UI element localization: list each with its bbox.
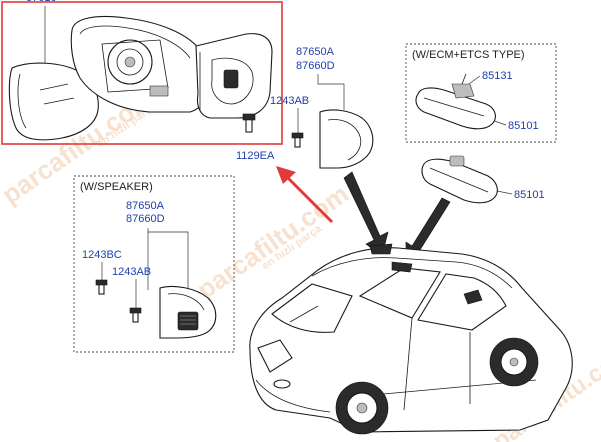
callout-main-nut: 1129EA xyxy=(236,150,275,162)
car-inside-mirror-location xyxy=(391,261,413,273)
mirror-glass-edge xyxy=(17,73,27,129)
callout-speaker-mirror-upper: 87650A xyxy=(126,200,165,212)
ecm-mirror-body xyxy=(415,87,496,130)
callout-speaker-bolt-b: 1243AB xyxy=(112,266,151,278)
mirror-cover-group: 87650A 87660D 1243AB 1129EA xyxy=(236,46,374,169)
speaker-bolt-a-part xyxy=(95,279,108,295)
car-side-window-rear xyxy=(358,267,441,319)
mirror-housing-rim xyxy=(79,25,191,59)
callout-top-partial: 87610 xyxy=(26,0,57,4)
callout-main-mirror-lower: 87660D xyxy=(296,60,335,72)
car-tail-light xyxy=(257,339,293,373)
speaker-grille xyxy=(177,311,199,331)
ecm-mount-wire xyxy=(461,73,467,85)
mirror-base-inner xyxy=(211,57,254,105)
car-illustration xyxy=(249,243,573,435)
speaker-title: (W/SPEAKER) xyxy=(80,181,153,193)
leader-speaker-mirror xyxy=(147,228,189,290)
car-rear-wiper xyxy=(289,305,319,323)
car-roof-line xyxy=(311,257,513,289)
leader-main-mirror xyxy=(317,74,345,110)
car-cover-location xyxy=(369,243,393,255)
car-front-wheel xyxy=(489,337,539,387)
mirror-glass xyxy=(8,62,99,141)
ecm-mount-cover xyxy=(451,83,475,99)
mirror-heater-connector xyxy=(149,85,169,97)
mirror-motor-ring xyxy=(116,48,144,76)
inside-mirror-mount xyxy=(449,155,465,167)
car-rear-wheel xyxy=(335,381,389,435)
mirror-cover-inner xyxy=(327,119,362,161)
car-rear-window xyxy=(271,283,353,333)
speaker-cover-inner xyxy=(167,293,205,311)
car-side-mirror-location xyxy=(463,289,483,305)
ecm-etcs-box: (W/ECM+ETCS TYPE) 85131 85101 xyxy=(405,43,557,143)
callout-ecm-mirror: 85101 xyxy=(508,120,539,132)
red-pointer-arrow xyxy=(276,166,334,224)
speaker-bolt-b-part xyxy=(129,307,142,323)
callout-inside-mirror: 85101 xyxy=(514,189,545,201)
speaker-box: (W/SPEAKER) 87650A 87660D 1243BC 1243AB xyxy=(73,175,235,353)
inside-mirror-body xyxy=(421,158,498,204)
car-side-window-front xyxy=(417,273,507,331)
callout-speaker-bolt-a: 1243BC xyxy=(82,249,122,261)
mirror-glass-reflection-1 xyxy=(39,83,69,91)
mirror-cover-part xyxy=(319,109,374,169)
highlight-frame xyxy=(1,1,283,145)
car-door-line-1 xyxy=(403,317,413,411)
callout-ecm-cover: 85131 xyxy=(482,70,513,82)
mirror-mounting-bolt xyxy=(242,113,256,133)
inside-mirror-face xyxy=(429,167,489,193)
cover-bolt xyxy=(291,132,304,148)
mirror-glass-reflection-2 xyxy=(43,97,75,105)
speaker-frame xyxy=(73,175,235,353)
car-rear-badge xyxy=(273,379,291,389)
ecm-etcs-title: (W/ECM+ETCS TYPE) xyxy=(412,49,525,61)
location-arrows xyxy=(343,171,451,265)
arrow-to-cover xyxy=(343,171,389,257)
outside-mirror-assembly: 87610 xyxy=(1,0,283,145)
callout-main-mirror-upper: 87650A xyxy=(296,46,335,58)
mirror-wire-harness xyxy=(223,69,239,89)
mirror-motor-center xyxy=(124,56,136,68)
ecm-mirror-face xyxy=(423,97,485,117)
callout-speaker-mirror-lower: 87660D xyxy=(126,213,165,225)
car-rear-bumper xyxy=(255,379,331,413)
inside-mirror-assembly: 85101 xyxy=(421,155,545,204)
callout-main-bolt: 1243AB xyxy=(270,95,309,107)
